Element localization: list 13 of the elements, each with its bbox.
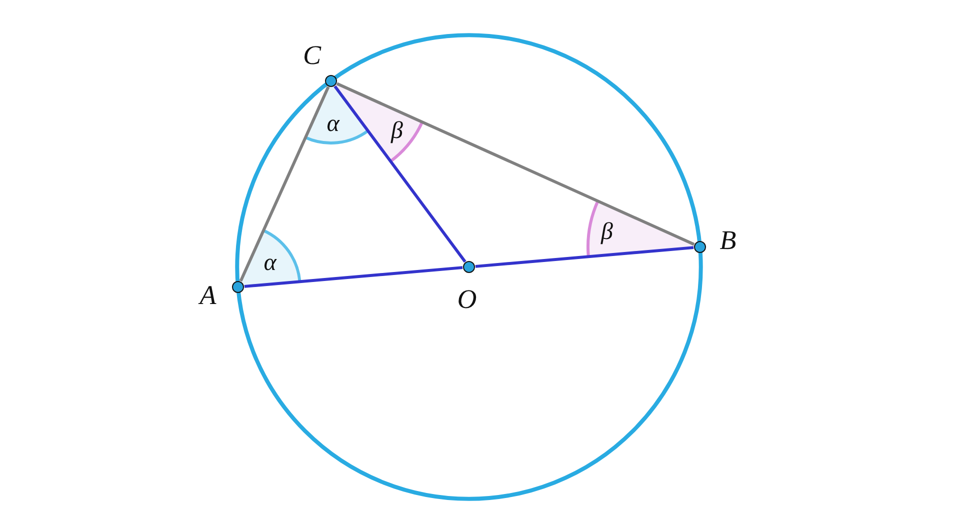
point-label: O (456, 284, 478, 314)
line-segment (244, 266, 463, 288)
line-segment (475, 246, 694, 268)
point-label: C (302, 40, 322, 70)
point-label: B (718, 225, 738, 255)
line-segment (239, 86, 330, 282)
angle-label: α (326, 111, 341, 137)
line-segment (334, 85, 466, 263)
line-segment (336, 82, 695, 246)
angle-label: β (600, 219, 614, 245)
point-label: A (197, 280, 218, 310)
angle-label: β (390, 118, 404, 144)
angle-label: α (262, 250, 278, 276)
